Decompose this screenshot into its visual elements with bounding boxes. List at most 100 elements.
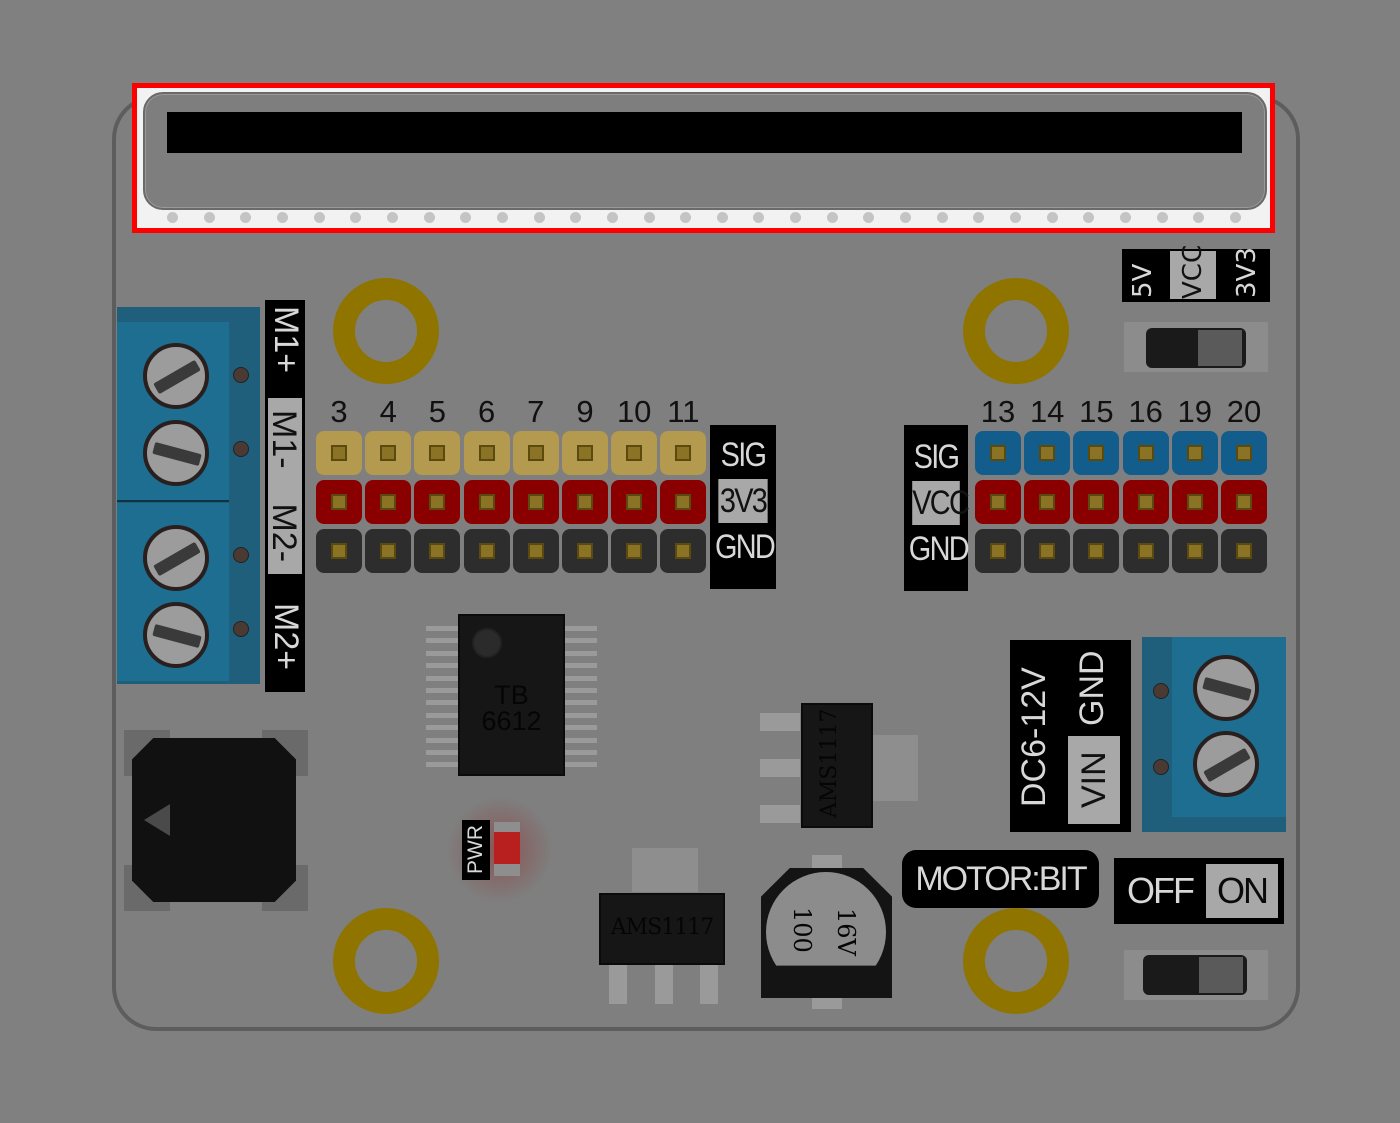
header-pin-gnd[interactable] [1171, 529, 1218, 573]
header-pin-power[interactable] [365, 480, 412, 524]
terminal-pin-dot [1153, 759, 1169, 775]
header-pin-sig[interactable] [1171, 431, 1218, 475]
edge-connector-pin [606, 212, 618, 223]
pin-pad [626, 445, 643, 461]
header-pin-sig[interactable] [316, 431, 362, 475]
screw-icon[interactable] [1193, 655, 1259, 721]
driver-chip-lead [565, 663, 597, 669]
header-pin-sig[interactable] [1024, 431, 1071, 475]
header-pin-power[interactable] [414, 480, 461, 524]
driver-chip: TB 6612 [458, 614, 565, 776]
header-pin-sig[interactable] [365, 431, 412, 475]
edge-connector-pin [643, 212, 655, 223]
header-pin-sig[interactable] [1073, 431, 1120, 475]
pin-pad [331, 543, 347, 559]
driver-chip-lead [426, 663, 458, 669]
pin-pad [577, 445, 593, 461]
header-pin-gnd[interactable] [611, 529, 658, 573]
header-pin-power[interactable] [1073, 480, 1120, 524]
header-pin-power[interactable] [512, 480, 559, 524]
label-m1-minus: M1- [265, 409, 303, 469]
pin-pad [527, 494, 544, 510]
edge-connector-pin [386, 212, 398, 223]
pin-pad [429, 543, 446, 559]
header-pin-gnd[interactable] [414, 529, 461, 573]
edge-connector-pin [276, 212, 288, 223]
driver-chip-lead [565, 650, 597, 656]
header-pin-power[interactable] [1171, 480, 1218, 524]
led-label: PWR [464, 825, 487, 875]
terminal-pin-dot [233, 621, 249, 637]
pin-pad [675, 445, 692, 461]
pin-number-label: 13 [980, 394, 1016, 429]
power-switch-knob[interactable] [1199, 957, 1243, 993]
voltage-switch-knob[interactable] [1198, 330, 1242, 366]
header-pin-sig[interactable] [512, 431, 559, 475]
header-pin-power[interactable] [1221, 480, 1267, 524]
header-pin-gnd[interactable] [463, 529, 510, 573]
pin-pad [331, 445, 347, 461]
screw-icon[interactable] [143, 602, 209, 668]
edge-connector-pin [973, 212, 985, 223]
edge-connector-pin [753, 212, 765, 223]
header-pin-gnd[interactable] [975, 529, 1021, 573]
capacitor-lead [812, 995, 842, 1009]
screw-icon[interactable] [143, 525, 209, 591]
pin-number-label: 20 [1226, 394, 1262, 429]
header-pin-power[interactable] [660, 480, 707, 524]
header-pin-power[interactable] [316, 480, 362, 524]
pin-pad [1236, 445, 1252, 461]
screw-icon[interactable] [143, 420, 209, 486]
header-pin-gnd[interactable] [1073, 529, 1120, 573]
header-pin-gnd[interactable] [660, 529, 707, 573]
pin-pad [380, 494, 397, 510]
regulator-chip-1-label: AMS1117 [817, 708, 842, 818]
header-pin-power[interactable] [1024, 480, 1071, 524]
edge-connector-pin [936, 212, 948, 223]
driver-chip-lead [565, 762, 597, 768]
header-pin-sig[interactable] [1122, 431, 1169, 475]
edge-connector-pin [716, 212, 728, 223]
pin-pad [626, 543, 643, 559]
header-pin-gnd[interactable] [1221, 529, 1267, 573]
power-switch[interactable] [1143, 955, 1247, 995]
header-pin-gnd[interactable] [512, 529, 559, 573]
edge-connector-pin [1046, 212, 1058, 223]
label-m2-plus: M2+ [267, 603, 305, 671]
row-label-gnd: GND [908, 530, 970, 568]
pin-pad [1236, 543, 1252, 559]
header-pin-sig[interactable] [463, 431, 510, 475]
header-pin-power[interactable] [1122, 480, 1169, 524]
power-switch-label: OFF ON [1114, 858, 1284, 924]
edge-connector-pin [1120, 212, 1132, 223]
header-pin-sig[interactable] [611, 431, 658, 475]
terminal-pin-dot [1153, 683, 1169, 699]
header-pin-power[interactable] [611, 480, 658, 524]
edge-connector-pin [1230, 212, 1241, 223]
header-pin-power[interactable] [562, 480, 608, 524]
label-m2-minus: M2- [265, 503, 303, 563]
header-pin-sig[interactable] [1221, 431, 1267, 475]
label-m1-minus-m2-minus: M1- M2- [265, 398, 303, 574]
screw-icon[interactable] [143, 343, 209, 409]
pin-pad [478, 445, 495, 461]
regulator-lead [760, 759, 800, 777]
pin1-marker-icon [472, 628, 502, 658]
header-pin-gnd[interactable] [316, 529, 362, 573]
edge-connector-pin [167, 212, 178, 223]
row-label-sig: SIG [720, 436, 767, 474]
screw-icon[interactable] [1193, 731, 1259, 797]
terminal-pin-dot [233, 547, 249, 563]
header-pin-sig[interactable] [660, 431, 707, 475]
header-pin-gnd[interactable] [365, 529, 412, 573]
header-pin-sig[interactable] [414, 431, 461, 475]
header-pin-power[interactable] [975, 480, 1021, 524]
voltage-switch[interactable] [1146, 328, 1246, 368]
header-pin-gnd[interactable] [562, 529, 608, 573]
header-pin-sig[interactable] [975, 431, 1021, 475]
header-pin-gnd[interactable] [1024, 529, 1071, 573]
pin-pad [478, 543, 495, 559]
header-pin-gnd[interactable] [1122, 529, 1169, 573]
header-pin-sig[interactable] [562, 431, 608, 475]
header-pin-power[interactable] [463, 480, 510, 524]
